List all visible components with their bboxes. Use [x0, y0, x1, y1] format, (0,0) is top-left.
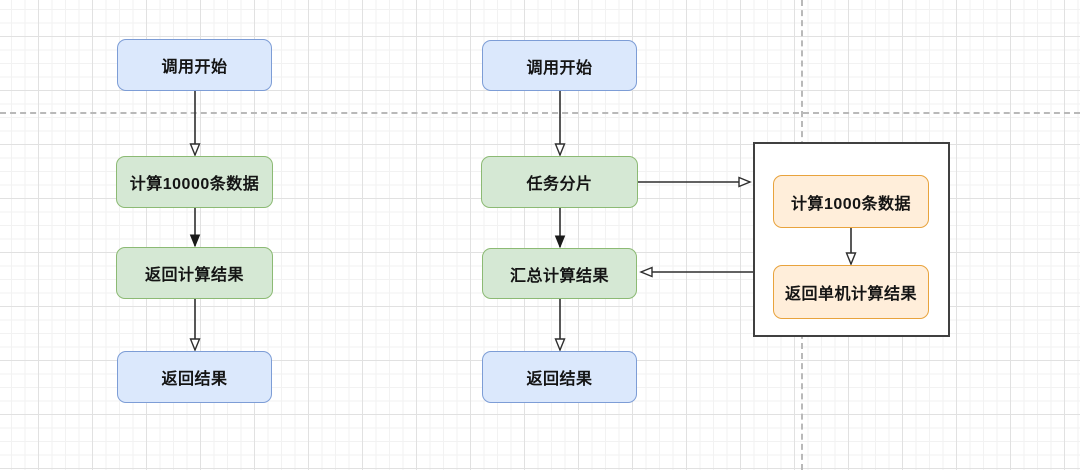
node-label: 汇总计算结果 [509, 267, 609, 285]
node-left-return-compute[interactable]: 返回计算结果 [116, 247, 273, 299]
node-label: 返回计算结果 [144, 267, 244, 284]
node-label: 计算1000条数据 [790, 195, 912, 213]
node-label: 任务分片 [526, 176, 593, 193]
node-left-return-result[interactable]: 返回结果 [117, 351, 272, 403]
node-label: 调用开始 [526, 59, 593, 77]
node-right-task-shard[interactable]: 任务分片 [481, 156, 638, 208]
node-left-call-start[interactable]: 调用开始 [117, 39, 272, 91]
node-label: 返回单机计算结果 [784, 286, 917, 303]
node-label: 调用开始 [161, 59, 228, 76]
node-right-aggregate[interactable]: 汇总计算结果 [482, 248, 637, 299]
page-boundary-horizontal [0, 112, 1080, 114]
node-left-compute-10000[interactable]: 计算10000条数据 [116, 156, 273, 208]
node-label: 返回结果 [526, 371, 593, 388]
node-right-return-result[interactable]: 返回结果 [482, 351, 637, 403]
node-worker-compute-1000[interactable]: 计算1000条数据 [773, 175, 929, 228]
node-label: 计算10000条数据 [129, 176, 260, 193]
node-worker-return-single[interactable]: 返回单机计算结果 [773, 265, 929, 319]
node-label: 返回结果 [161, 371, 228, 388]
node-right-call-start[interactable]: 调用开始 [482, 40, 637, 91]
